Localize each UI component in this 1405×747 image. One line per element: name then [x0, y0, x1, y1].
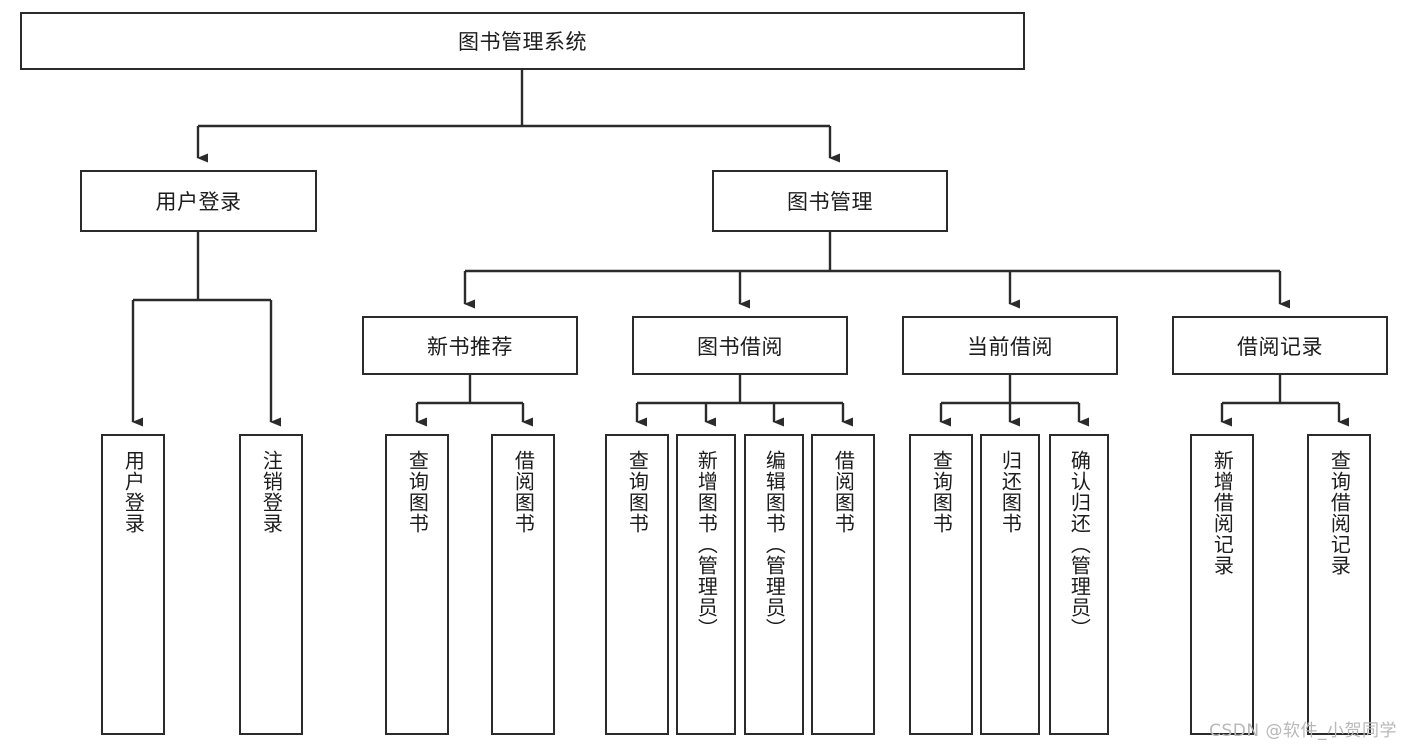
node-leaf-query-book-2-label: 查询图书	[625, 450, 650, 534]
node-user-login-label: 用户登录	[155, 190, 242, 214]
node-root-label: 图书管理系统	[458, 30, 587, 54]
node-leaf-edit-book[interactable]: 编辑图书（管理员）	[744, 434, 804, 735]
node-leaf-add-book[interactable]: 新增图书（管理员）	[676, 434, 736, 735]
node-leaf-user-login[interactable]: 用户登录	[101, 434, 165, 735]
node-leaf-confirm-return[interactable]: 确认归还（管理员）	[1049, 434, 1109, 735]
node-borrow-record[interactable]: 借阅记录	[1172, 316, 1388, 375]
node-new-book-recommend[interactable]: 新书推荐	[362, 316, 578, 375]
node-leaf-return-book-label: 归还图书	[998, 450, 1023, 534]
node-leaf-return-book[interactable]: 归还图书	[980, 434, 1040, 735]
node-book-borrow[interactable]: 图书借阅	[632, 316, 848, 375]
node-leaf-add-record[interactable]: 新增借阅记录	[1190, 434, 1254, 735]
node-leaf-logout[interactable]: 注销登录	[239, 434, 303, 735]
node-leaf-borrow-book-1-label: 借阅图书	[511, 450, 536, 534]
node-new-book-recommend-label: 新书推荐	[427, 334, 513, 359]
node-book-borrow-label: 图书借阅	[697, 334, 783, 359]
node-leaf-edit-book-label: 编辑图书（管理员）	[762, 450, 787, 639]
node-current-borrow-label: 当前借阅	[967, 334, 1053, 359]
node-leaf-add-record-label: 新增借阅记录	[1210, 450, 1235, 576]
node-leaf-query-book-1-label: 查询图书	[405, 450, 430, 534]
node-leaf-query-record-label: 查询借阅记录	[1327, 450, 1352, 576]
node-leaf-borrow-book-1[interactable]: 借阅图书	[491, 434, 555, 735]
node-leaf-query-book-1[interactable]: 查询图书	[385, 434, 449, 735]
node-leaf-query-record[interactable]: 查询借阅记录	[1307, 434, 1371, 735]
node-book-management-label: 图书管理	[787, 190, 873, 214]
node-leaf-query-book-3[interactable]: 查询图书	[909, 434, 973, 735]
node-leaf-borrow-book-2[interactable]: 借阅图书	[811, 434, 875, 735]
node-leaf-logout-label: 注销登录	[259, 450, 284, 534]
node-leaf-confirm-return-label: 确认归还（管理员）	[1067, 450, 1092, 639]
node-current-borrow[interactable]: 当前借阅	[902, 316, 1118, 375]
node-book-management[interactable]: 图书管理	[712, 170, 948, 232]
node-borrow-record-label: 借阅记录	[1237, 334, 1323, 359]
watermark: CSDN @软件_小贺同学	[1209, 721, 1397, 741]
node-leaf-add-book-label: 新增图书（管理员）	[694, 450, 719, 639]
node-leaf-user-login-label: 用户登录	[121, 450, 146, 534]
node-leaf-query-book-3-label: 查询图书	[929, 450, 954, 534]
node-leaf-query-book-2[interactable]: 查询图书	[605, 434, 669, 735]
node-leaf-borrow-book-2-label: 借阅图书	[831, 450, 856, 534]
node-root[interactable]: 图书管理系统	[20, 12, 1025, 70]
node-user-login[interactable]: 用户登录	[80, 170, 317, 232]
